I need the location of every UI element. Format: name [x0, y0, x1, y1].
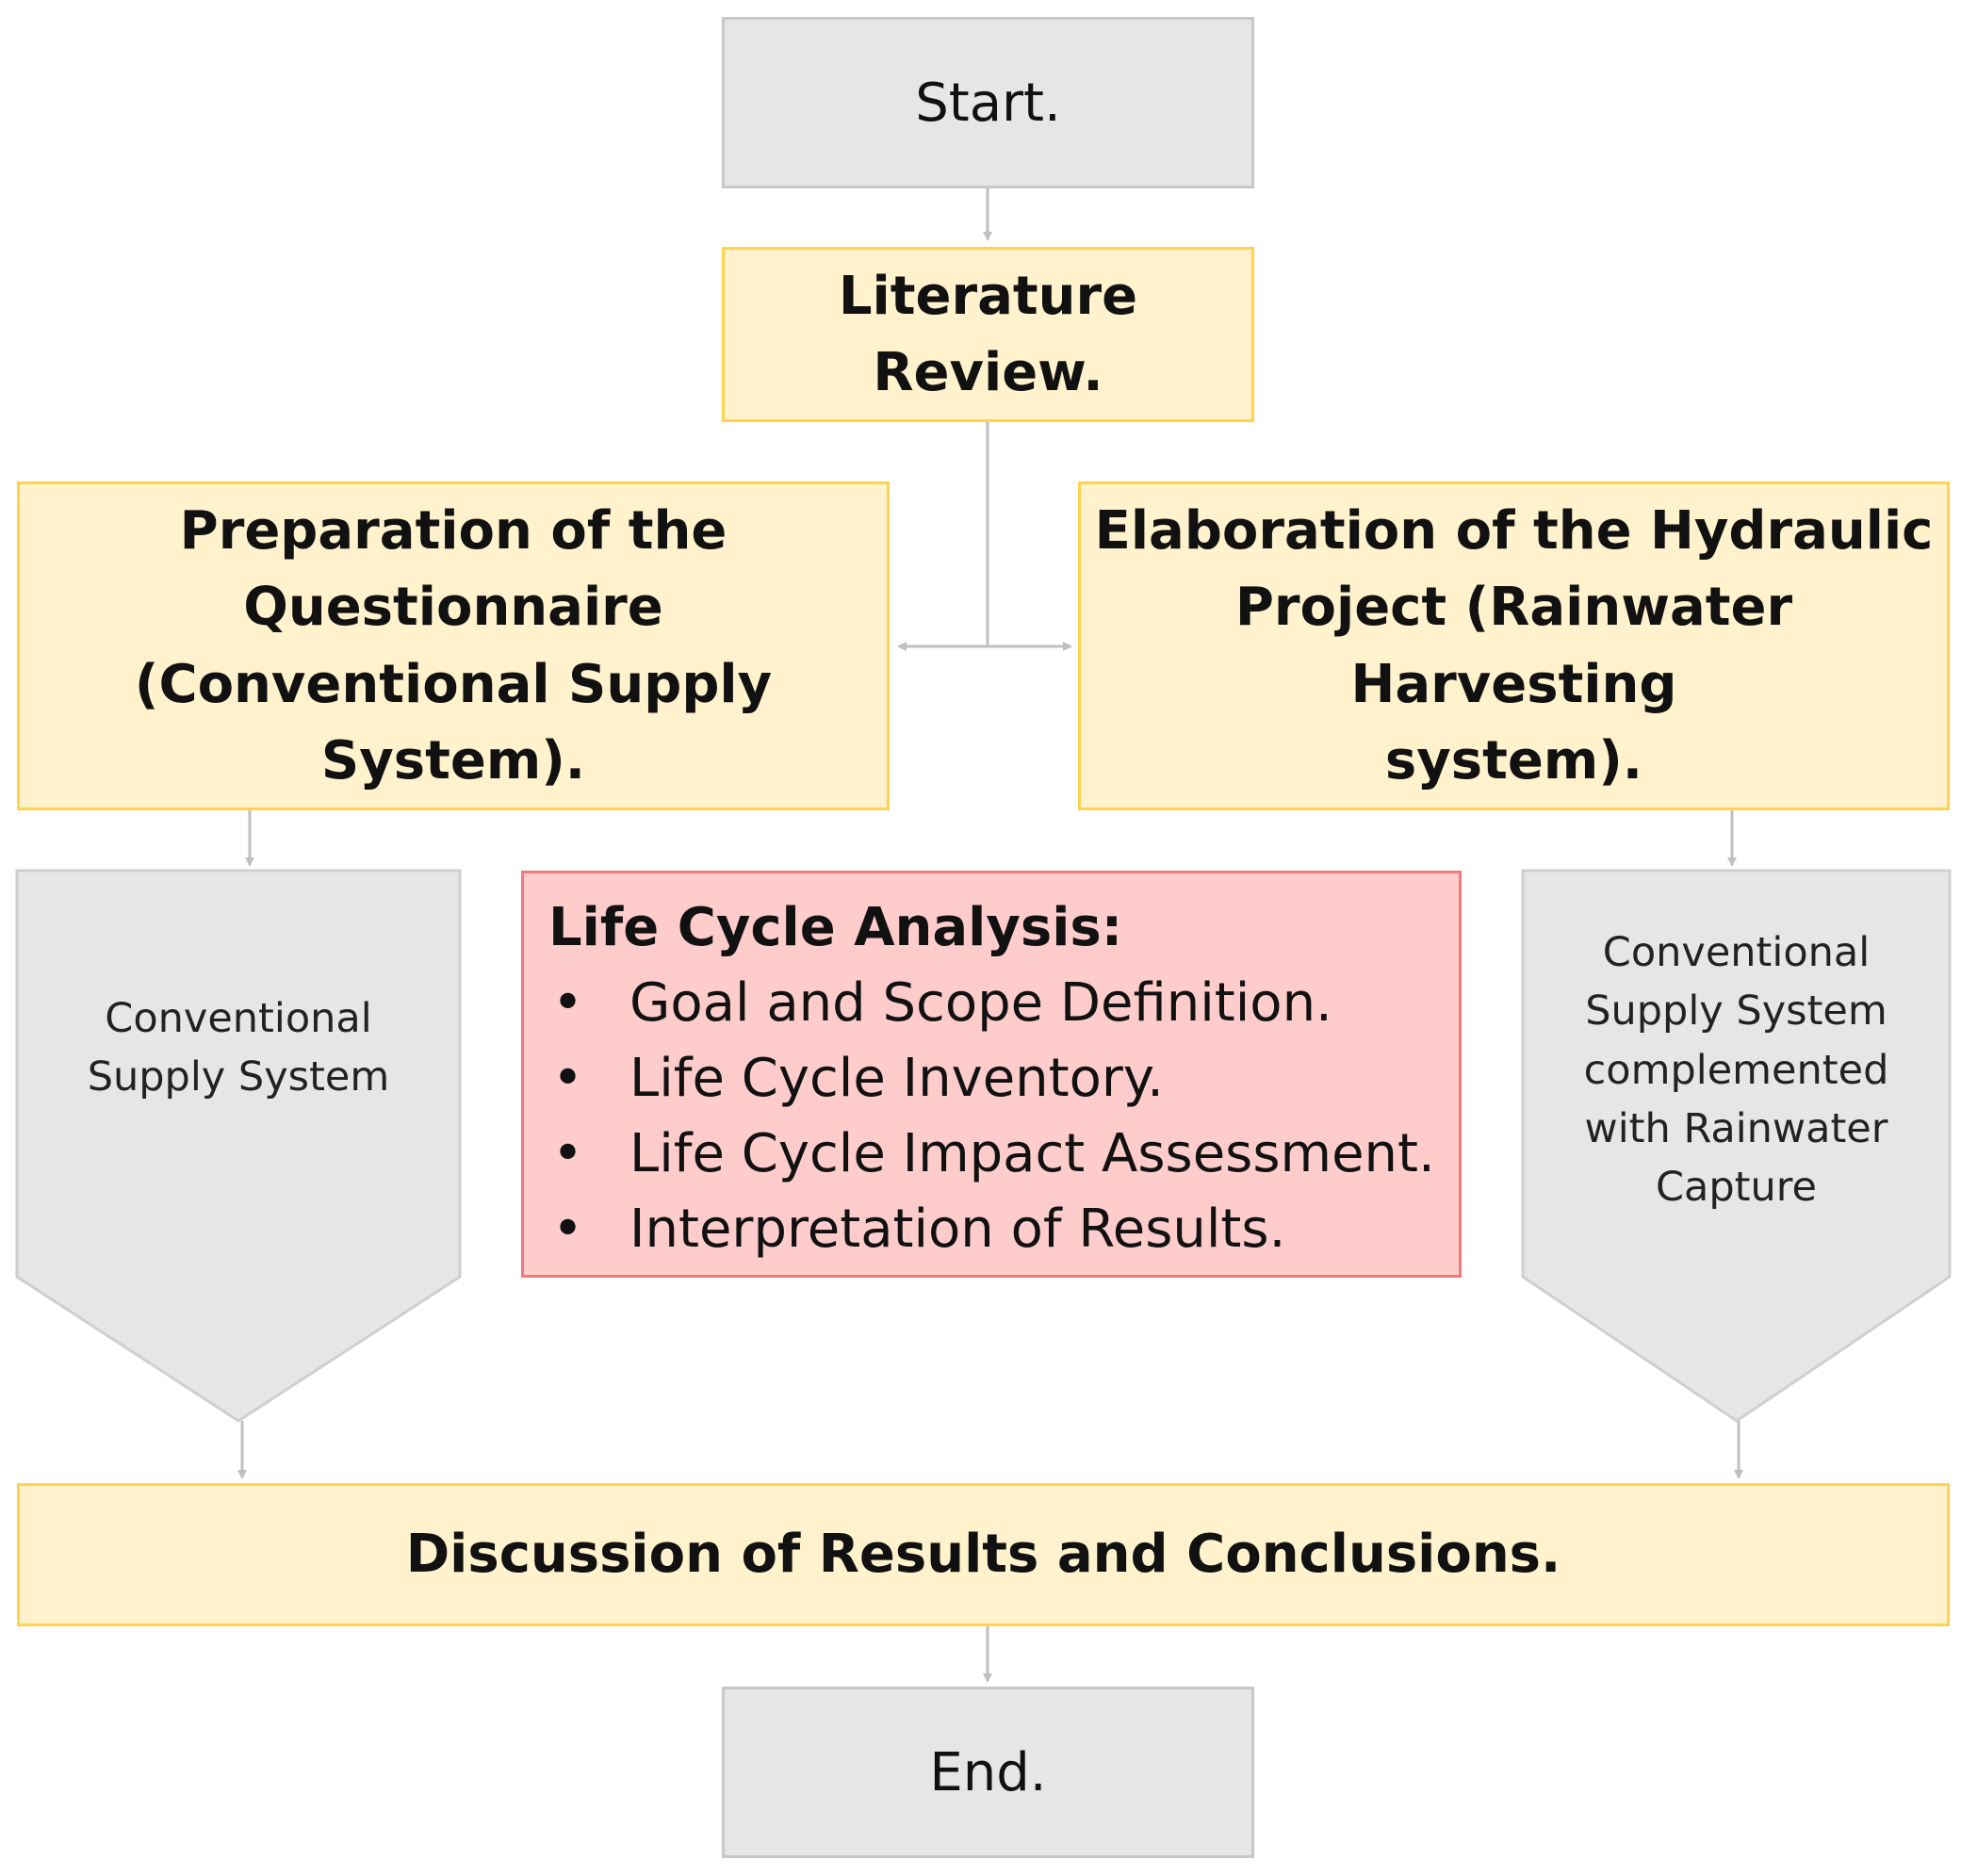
left-branch-line-2: Supply System — [87, 1053, 390, 1101]
life-cycle-analysis-node: Life Cycle Analysis: • Goal and Scope Def… — [521, 871, 1462, 1278]
lca-step: • Life Cycle Impact Assessment. — [548, 1117, 1435, 1192]
left-pentagon-shape — [15, 869, 462, 1423]
right-branch-line-3: complemented — [1583, 1046, 1889, 1094]
end-label: End. — [929, 1741, 1047, 1803]
bullet-icon: • — [552, 1199, 584, 1260]
right-pentagon-shape — [1521, 869, 1952, 1423]
hydraulic-line-1: Elaboration of the Hydraulic — [1094, 500, 1934, 563]
hydraulic-line-3: system). — [1384, 729, 1643, 791]
start-node: Start. — [722, 17, 1254, 188]
hydraulic-line-2: Project (Rainwater Harvesting — [1234, 577, 1793, 715]
discussion-label: Discussion of Results and Conclusions. — [405, 1524, 1561, 1586]
end-node: End. — [722, 1687, 1254, 1858]
lca-step-label: Life Cycle Impact Assessment. — [629, 1123, 1435, 1184]
lca-step-label: Goal and Scope Definition. — [629, 972, 1332, 1034]
lca-steps-list: • Goal and Scope Definition. • Life Cycle … — [548, 966, 1435, 1267]
questionnaire-line-3: (Conventional Supply System). — [134, 653, 773, 791]
hydraulic-project-node: Elaboration of the Hydraulic Project (Ra… — [1078, 481, 1950, 810]
literature-review-node: Literature Review. — [722, 247, 1254, 422]
lca-step: • Life Cycle Inventory. — [548, 1041, 1435, 1117]
right-branch-text: Conventional Supply System complemented … — [1523, 923, 1950, 1225]
discussion-node: Discussion of Results and Conclusions. — [17, 1483, 1950, 1626]
left-branch-text: Conventional Supply System — [17, 989, 460, 1225]
right-branch-line-1: Conventional — [1602, 929, 1871, 976]
right-branch-line-4: with Rainwater — [1584, 1105, 1888, 1153]
right-branch-line-5: Capture — [1656, 1164, 1817, 1212]
bullet-icon: • — [552, 1123, 584, 1184]
lca-step-label: Interpretation of Results. — [629, 1199, 1286, 1260]
lca-step: • Goal and Scope Definition. — [548, 966, 1435, 1041]
questionnaire-line-1: Preparation of the — [179, 500, 727, 563]
lca-title: Life Cycle Analysis: — [548, 897, 1123, 958]
questionnaire-node: Preparation of the Questionnaire (Conven… — [17, 481, 890, 810]
lca-step-label: Life Cycle Inventory. — [629, 1048, 1164, 1109]
bullet-icon: • — [552, 1048, 584, 1109]
lca-step: • Interpretation of Results. — [548, 1192, 1435, 1267]
questionnaire-line-2: Questionnaire — [243, 577, 663, 639]
literature-review-label: Literature Review. — [838, 265, 1138, 403]
start-label: Start. — [915, 72, 1061, 134]
bullet-icon: • — [552, 972, 584, 1034]
left-branch-line-1: Conventional — [105, 995, 372, 1042]
right-branch-line-2: Supply System — [1585, 987, 1887, 1036]
